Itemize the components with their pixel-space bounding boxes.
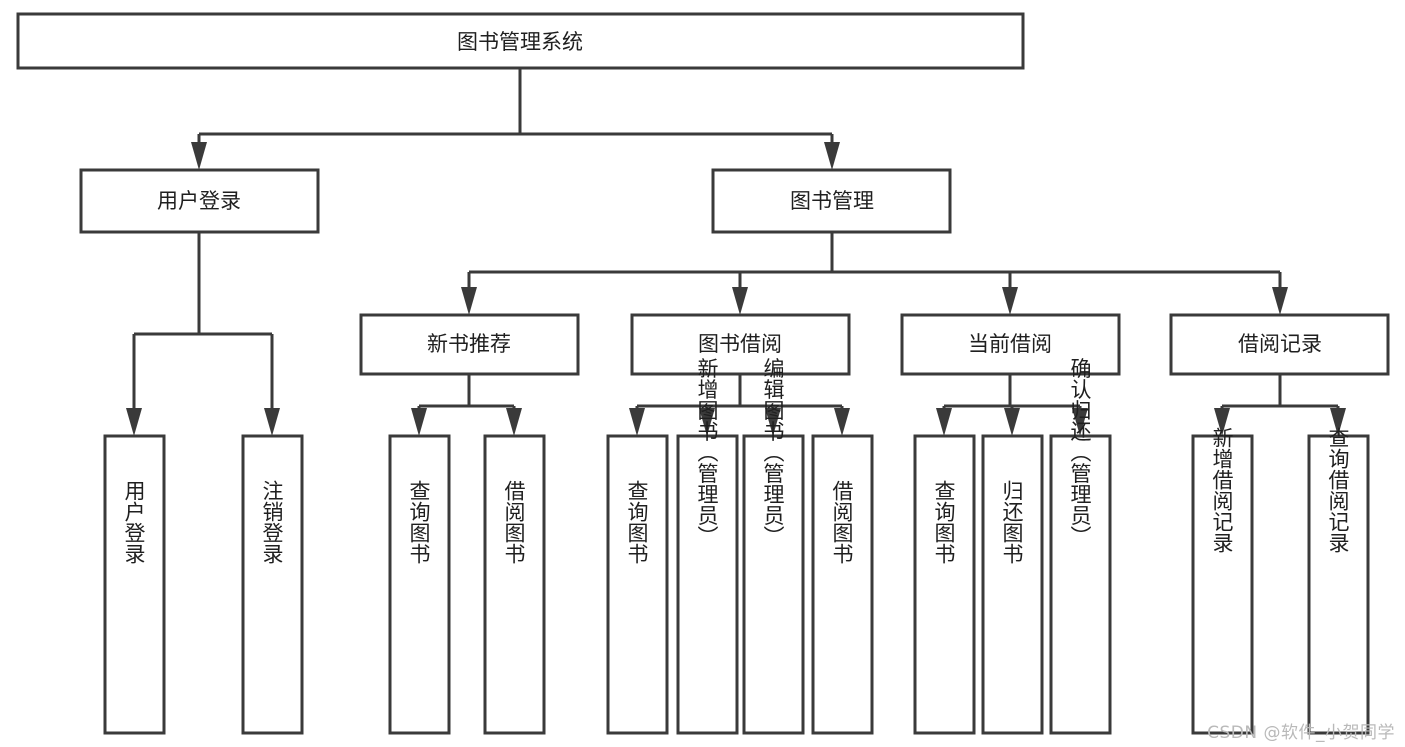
arrow-head-cb-leaf2 [1004, 408, 1020, 436]
connector-group-borrow-record-children [1214, 374, 1346, 436]
arrow-head-nbr-leaf2 [506, 408, 522, 436]
node-book-manage[interactable]: 图书管理 [711, 168, 952, 234]
node-current-borrow-box[interactable] [900, 313, 1121, 376]
arrow-head-bb-leaf3 [765, 408, 781, 436]
arrow-head-bb-leaf4 [834, 408, 850, 436]
leaf-nbr-query-book-box[interactable] [388, 434, 451, 735]
leaf-cb-query-book-box[interactable] [913, 434, 976, 735]
leaf-node-bb-borrow-book[interactable]: 借阅图书 [811, 434, 874, 735]
connector-group-current-borrow-children [936, 374, 1088, 436]
node-user-login[interactable]: 用户登录 [79, 168, 320, 234]
leaf-nbr-query-book-label: 查询图书 [407, 480, 431, 564]
arrow-head-leaf-user-login [126, 408, 142, 436]
leaf-node-logout[interactable]: 注销登录 [241, 434, 304, 735]
arrow-head-new-book-recommend [461, 287, 477, 315]
connector-group-book-borrow-children [629, 374, 850, 436]
leaf-user-login-label: 用户登录 [122, 480, 146, 564]
leaf-node-nbr-query-book[interactable]: 查询图书 [388, 434, 451, 735]
arrow-head-br-leaf1 [1214, 408, 1230, 436]
leaf-cb-query-book-label: 查询图书 [932, 480, 956, 564]
leaf-br-add-record-label: 新增借阅记录 [1210, 427, 1234, 553]
node-user-login-label: 用户登录 [157, 189, 241, 213]
leaf-cb-confirm-return-label: 确认归还（管理员） [1068, 358, 1092, 547]
leaf-bb-borrow-book-box[interactable] [811, 434, 874, 735]
leaf-br-add-record-box[interactable] [1191, 434, 1254, 735]
arrow-head-user-login [191, 142, 207, 170]
leaf-bb-edit-book-label: 编辑图书（管理员） [761, 358, 785, 547]
connector-group-book-manage-children [461, 232, 1288, 315]
leaf-br-query-record-box[interactable] [1307, 434, 1370, 735]
node-root-system[interactable]: 图书管理系统 [16, 12, 1025, 70]
arrow-head-book-borrow [732, 287, 748, 315]
node-root-box[interactable] [16, 12, 1025, 70]
connector-group-new-book-recommend-children [411, 374, 522, 436]
connector-group-root-to-level2 [191, 68, 840, 170]
leaf-node-user-login[interactable]: 用户登录 [103, 434, 166, 735]
leaf-cb-confirm-return-box[interactable] [1049, 434, 1112, 735]
leaf-node-br-query-record[interactable]: 查询借阅记录 [1307, 427, 1370, 735]
csdn-watermark: CSDN @软件_小贺同学 [1207, 723, 1395, 743]
leaf-bb-query-book-box[interactable] [606, 434, 669, 735]
leaf-node-bb-query-book[interactable]: 查询图书 [606, 434, 669, 735]
leaf-bb-edit-book-box[interactable] [742, 434, 805, 735]
node-user-login-box[interactable] [79, 168, 320, 234]
node-new-book-recommend-label: 新书推荐 [427, 332, 511, 356]
arrow-head-nbr-leaf1 [411, 408, 427, 436]
arrow-head-cb-leaf1 [936, 408, 952, 436]
leaf-bb-borrow-book-label: 借阅图书 [830, 480, 854, 564]
arrow-head-leaf-logout [264, 408, 280, 436]
leaf-node-br-add-record[interactable]: 新增借阅记录 [1191, 427, 1254, 735]
node-book-borrow-box[interactable] [630, 313, 851, 376]
arrow-head-bb-leaf1 [629, 408, 645, 436]
leaf-user-login-box[interactable] [103, 434, 166, 735]
node-book-borrow-label: 图书借阅 [698, 332, 782, 356]
node-new-book-recommend-box[interactable] [359, 313, 580, 376]
node-current-borrow-label: 当前借阅 [968, 332, 1052, 356]
leaf-cb-return-book-box[interactable] [981, 434, 1044, 735]
leaf-node-bb-edit-book[interactable]: 编辑图书（管理员） [742, 358, 805, 735]
arrow-head-bb-leaf2 [699, 408, 715, 436]
node-borrow-record-label: 借阅记录 [1238, 332, 1322, 356]
leaf-node-bb-add-book[interactable]: 新增图书（管理员） [676, 358, 739, 735]
leaf-bb-query-book-label: 查询图书 [625, 480, 649, 564]
connector-group-user-login-children [126, 232, 280, 436]
arrow-head-current-borrow [1002, 287, 1018, 315]
leaf-nbr-borrow-book-box[interactable] [483, 434, 546, 735]
node-book-manage-label: 图书管理 [790, 189, 874, 213]
arrow-head-cb-leaf3 [1072, 408, 1088, 436]
leaf-logout-box[interactable] [241, 434, 304, 735]
node-book-borrow[interactable]: 图书借阅 [630, 313, 851, 376]
leaf-br-query-record-label: 查询借阅记录 [1326, 427, 1350, 553]
leaf-bb-add-book-box[interactable] [676, 434, 739, 735]
leaf-nbr-borrow-book-label: 借阅图书 [502, 480, 526, 564]
arrow-head-br-leaf2 [1330, 408, 1346, 436]
leaf-node-cb-return-book[interactable]: 归还图书 [981, 434, 1044, 735]
node-book-manage-box[interactable] [711, 168, 952, 234]
node-root-label: 图书管理系统 [457, 30, 583, 54]
leaf-cb-return-book-label: 归还图书 [1000, 480, 1024, 564]
leaf-node-cb-query-book[interactable]: 查询图书 [913, 434, 976, 735]
node-borrow-record[interactable]: 借阅记录 [1169, 313, 1390, 376]
arrow-head-book-manage [824, 142, 840, 170]
leaf-logout-label: 注销登录 [260, 480, 284, 564]
arrow-head-borrow-record [1272, 287, 1288, 315]
leaf-node-nbr-borrow-book[interactable]: 借阅图书 [483, 434, 546, 735]
node-new-book-recommend[interactable]: 新书推荐 [359, 313, 580, 376]
leaf-node-cb-confirm-return[interactable]: 确认归还（管理员） [1049, 358, 1112, 735]
leaf-bb-add-book-label: 新增图书（管理员） [695, 358, 719, 547]
node-borrow-record-box[interactable] [1169, 313, 1390, 376]
node-current-borrow[interactable]: 当前借阅 [900, 313, 1121, 376]
